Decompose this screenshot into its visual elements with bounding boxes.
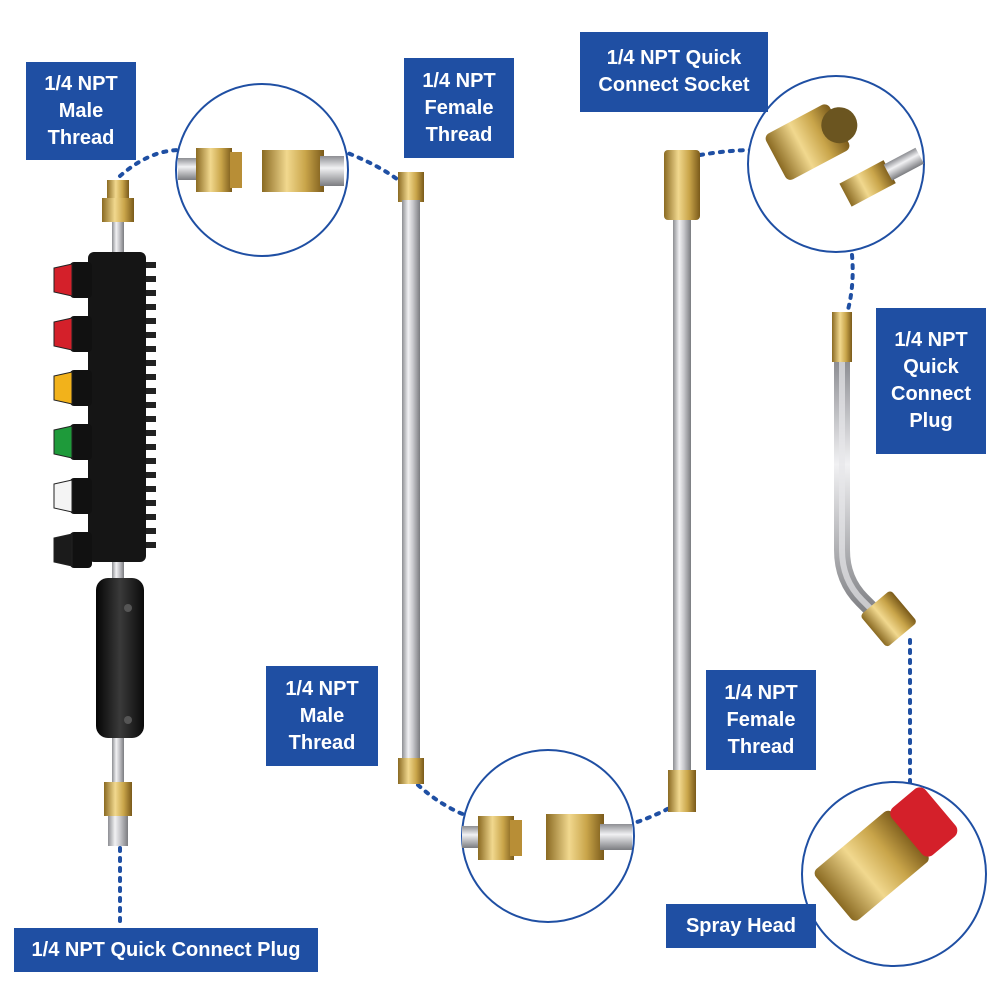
label-line: Male	[299, 704, 345, 727]
nozzle-set	[53, 262, 92, 568]
rod1-tube	[402, 200, 420, 760]
lance-bottom-plug	[108, 816, 128, 846]
label-line: Thread	[425, 123, 493, 146]
connector-bottom-mid-left	[416, 783, 467, 817]
label-bottom-quick-connect-plug: 1/4 NPT Quick Connect Plug	[14, 928, 318, 972]
rod2-socket	[664, 150, 700, 220]
connector-top-mid	[338, 148, 404, 185]
nozzle-red-icon	[53, 316, 92, 352]
label-quick-connect-socket: 1/4 NPT Quick Connect Socket	[580, 32, 768, 112]
nozzle-black-icon	[53, 532, 92, 568]
label-line: Thread	[288, 731, 356, 754]
zoom-circle-spray-head	[801, 781, 987, 967]
label-line: 1/4 NPT Quick Connect Plug	[31, 938, 301, 961]
grip-screw-top	[124, 604, 132, 612]
nozzle-holder	[88, 252, 146, 562]
lance-top-thread	[107, 180, 129, 200]
label-line: Connect Socket	[598, 74, 750, 96]
label-line: 1/4 NPT	[285, 677, 359, 700]
label-line: Plug	[909, 410, 953, 432]
label-spray-head: Spray Head	[666, 904, 816, 948]
label-line: 1/4 NPT	[422, 69, 496, 92]
rod2-tube	[673, 220, 691, 772]
label-line: Connect	[891, 383, 971, 405]
nozzle-yellow-icon	[53, 370, 92, 406]
label-line: Spray Head	[685, 914, 797, 937]
nozzle-green-icon	[53, 424, 92, 460]
lance-with-nozzle-holder	[53, 180, 156, 846]
zoom-circle-bottom-mid	[461, 749, 635, 923]
label-line: 1/4 NPT Quick	[606, 47, 742, 69]
connector-socket	[698, 148, 754, 157]
angled-tip-rod	[832, 312, 916, 647]
tip-tube-shade	[839, 362, 883, 621]
label-line: 1/4 NPT	[894, 329, 968, 351]
label-line: Female	[424, 96, 494, 119]
label-line: Thread	[727, 735, 795, 758]
rod2-bottom-fitting	[668, 770, 696, 812]
label-line: Quick	[903, 356, 959, 378]
extension-rod-1	[398, 172, 424, 784]
label-bottom-female-thread: 1/4 NPT Female Thread	[706, 670, 816, 770]
label-quick-connect-plug-right: 1/4 NPT Quick Connect Plug	[876, 308, 986, 454]
nozzle-holder-fins	[146, 262, 156, 548]
grip-screw-bottom	[124, 716, 132, 724]
nozzle-white-icon	[53, 478, 92, 514]
zoom-circle-socket	[747, 75, 925, 253]
extension-rod-2	[664, 150, 700, 812]
zoom-circle-top-left	[175, 83, 349, 257]
connector-socket-to-plug	[843, 253, 855, 322]
label-line: 1/4 NPT	[44, 72, 118, 95]
label-top-female-thread: 1/4 NPT Female Thread	[404, 58, 514, 158]
nozzle-red-icon	[53, 262, 92, 298]
tip-plug	[832, 312, 852, 362]
label-line: Thread	[47, 126, 115, 149]
connector-bottom-mid-right	[626, 798, 685, 827]
lance-tube-lower	[112, 738, 124, 784]
rod1-bottom-fitting	[398, 758, 424, 784]
label-line: 1/4 NPT	[724, 681, 798, 704]
tip-socket	[861, 591, 916, 647]
grip-handle	[96, 578, 144, 738]
label-line: Female	[726, 708, 796, 731]
label-line: Male	[58, 99, 104, 122]
lance-top-nut	[102, 198, 134, 222]
label-top-left-male-thread: 1/4 NPT Male Thread	[26, 62, 136, 160]
label-bottom-male-thread: 1/4 NPT Male Thread	[266, 666, 378, 766]
lance-bottom-coupler	[104, 782, 132, 816]
rod1-top-fitting	[398, 172, 424, 202]
connector-top-left	[118, 148, 182, 178]
